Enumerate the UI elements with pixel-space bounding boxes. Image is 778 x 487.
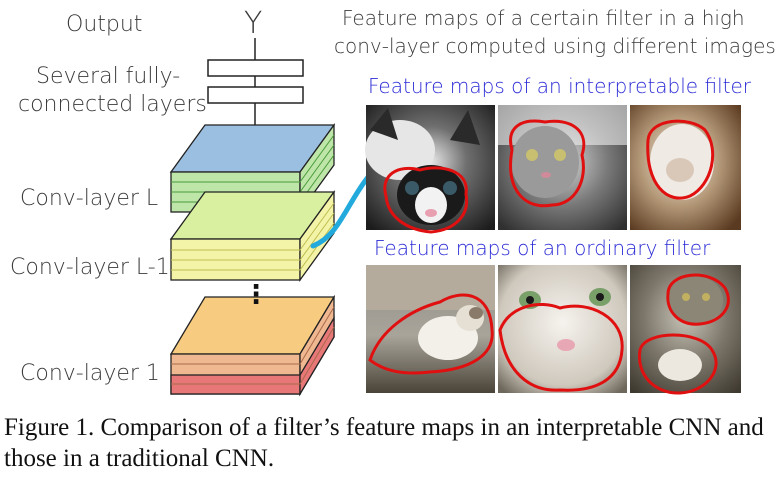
conv-layer-1-label: Conv-layer 1 [20,361,160,386]
conv-layer-L-1-label: Conv-layer L-1 [10,255,170,280]
fc-box-2 [207,86,304,104]
ordinary-filter-title: Feature maps of an ordinary filter [374,236,711,260]
conv-layer-L-label: Conv-layer L [20,186,159,211]
header-line1: Feature maps of a certain filter in a hi… [342,6,745,30]
conv-layer-L-1-block [169,189,336,283]
interpretable-image-2 [498,105,627,230]
interpretable-filter-title: Feature maps of an interpretable filter [368,74,751,98]
figure-diagram [169,38,741,397]
output-y-symbol: Y [244,6,263,41]
fc-box-1 [207,59,304,77]
layer-ellipsis: ⋮ [243,280,269,310]
fc-stack [207,38,304,125]
output-label: Output [66,12,143,37]
fc-label-line1: Several fully- [36,64,181,89]
ordinary-image-1 [366,265,495,393]
ordinary-image-3 [630,265,741,395]
conv-layer-1-block [169,294,336,397]
figure-caption: Figure 1. Comparison of a filter’s featu… [4,414,764,472]
interpretable-image-3 [630,105,741,230]
header-line2: conv-layer computed using different imag… [334,34,776,58]
fc-label-line2: connected layers [18,92,207,117]
ordinary-image-2 [498,265,627,393]
interpretable-image-1 [365,105,495,234]
